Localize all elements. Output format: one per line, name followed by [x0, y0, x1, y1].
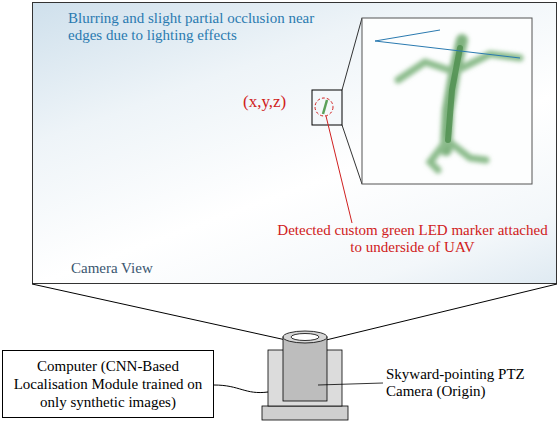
camera-lens — [291, 334, 319, 341]
led-marker — [323, 100, 327, 114]
camera-body — [283, 337, 327, 401]
view-line — [32, 284, 286, 340]
camera-top — [283, 331, 327, 343]
box-text: Computer (CNN-Based Localisation Module … — [9, 357, 207, 411]
annotation: Detected custom green LED marker attache… — [270, 222, 555, 256]
annotation: Skyward-pointing PTZ Camera (Origin) — [386, 366, 536, 400]
process-box: Computer (CNN-Based Localisation Module … — [2, 350, 214, 418]
annotation: (x,y,z) — [243, 92, 313, 112]
detection-circle — [315, 98, 333, 116]
pointer-line — [375, 41, 520, 58]
annotation: Blurring and slight partial occlusion ne… — [68, 10, 323, 44]
led-core — [448, 48, 460, 140]
pointer-line — [375, 30, 440, 41]
cable — [214, 385, 268, 393]
camera-base — [262, 406, 348, 420]
view-line — [326, 284, 557, 340]
leader-line — [318, 383, 383, 385]
frame-label: Camera View — [71, 260, 153, 277]
zoom-inset — [362, 18, 532, 184]
blurred-led — [398, 40, 520, 170]
